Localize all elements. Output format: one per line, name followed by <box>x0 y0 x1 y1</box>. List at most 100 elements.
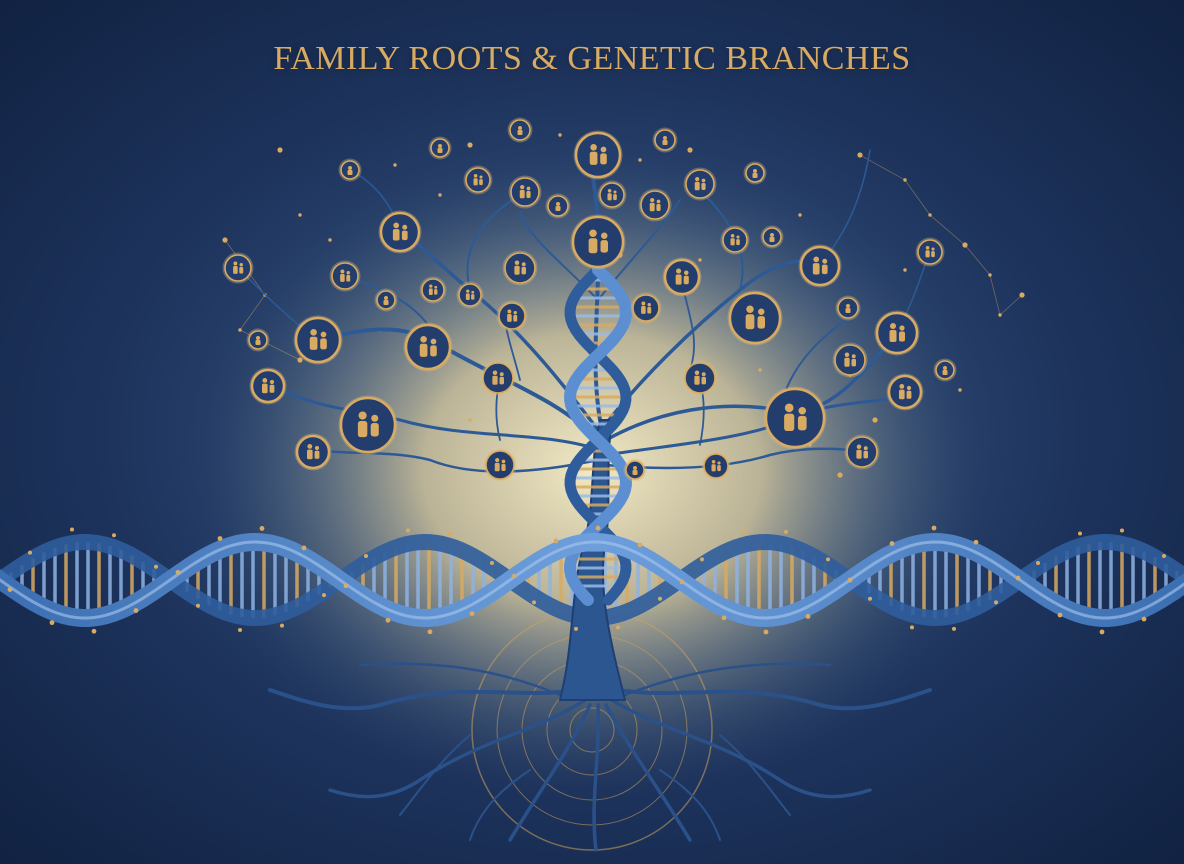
family-member-portrait-icon <box>701 451 731 481</box>
dna-strand-highlight <box>0 540 1184 620</box>
dna-gold-dot <box>406 528 410 533</box>
family-member-portrait-icon <box>338 158 362 182</box>
dna-gold-dot <box>1078 531 1082 536</box>
page-title: FAMILY ROOTS & GENETIC BRANCHES <box>273 40 911 77</box>
family-member-portrait-icon <box>844 434 880 470</box>
star-dot <box>468 418 472 422</box>
dna-gold-dot <box>490 561 494 566</box>
star-dot <box>698 258 702 262</box>
dna-gold-dot <box>973 539 979 545</box>
dna-gold-dot <box>994 600 998 605</box>
family-member-portrait-icon <box>760 225 784 249</box>
family-member-portrait-icon <box>294 433 332 471</box>
dna-gold-dot <box>532 600 536 605</box>
dna-gold-dot <box>511 573 517 579</box>
dna-gold-dot <box>427 629 433 635</box>
family-member-portrait-icon <box>743 161 767 185</box>
dna-gold-dot <box>868 596 872 601</box>
root-strand <box>358 662 562 697</box>
family-member-portrait-icon <box>933 358 957 382</box>
family-member-portrait-icon <box>419 276 447 304</box>
dna-gold-dot <box>1120 528 1124 533</box>
dna-gold-dot <box>217 536 223 541</box>
family-member-portrait-icon <box>763 386 827 450</box>
family-member-portrait-icon <box>597 180 627 210</box>
dna-gold-dot <box>280 623 284 628</box>
star-dot <box>298 213 302 217</box>
star-dot <box>638 158 642 162</box>
root-strand <box>719 734 791 816</box>
star-dot <box>758 368 762 372</box>
root-strand <box>616 688 932 711</box>
root-strand <box>592 703 601 852</box>
star-dot <box>837 472 843 478</box>
family-member-portrait-icon <box>682 360 718 396</box>
tree-branch <box>604 447 862 470</box>
family-member-portrait-icon <box>507 117 533 143</box>
root-strand <box>604 703 692 842</box>
family-member-portrait-icon <box>638 188 672 222</box>
family-member-portrait-icon <box>428 136 452 160</box>
family-member-portrait-icon <box>378 210 422 254</box>
family-member-portrait-icon <box>329 260 361 292</box>
family-member-portrait-icon <box>630 292 662 324</box>
root-strand <box>508 703 592 842</box>
dna-gold-dot <box>301 545 307 551</box>
dna-gold-dot <box>700 557 704 562</box>
dna-gold-dot <box>847 577 853 583</box>
dna-gold-dot <box>763 629 769 635</box>
dna-gold-dot <box>910 625 914 630</box>
family-member-portrait-icon <box>456 281 484 309</box>
star-dot <box>328 238 332 242</box>
root-strand <box>610 698 872 799</box>
star-dot <box>903 268 907 272</box>
family-member-portrait-icon <box>502 250 538 286</box>
family-member-portrait-icon <box>915 237 945 267</box>
dna-gold-dot <box>805 614 811 619</box>
family-member-portrait-icon <box>545 193 571 219</box>
dna-gold-dot <box>364 553 368 558</box>
dna-gold-dot <box>154 564 158 569</box>
family-member-portrait-icon <box>403 322 453 372</box>
dna-gold-dot <box>1015 575 1021 581</box>
tree-branch <box>268 383 602 452</box>
family-member-portrait-icon <box>662 257 702 297</box>
root-strand <box>469 769 531 841</box>
dna-gold-dot <box>238 628 242 633</box>
family-member-portrait-icon <box>374 288 398 312</box>
root-strand <box>399 734 471 816</box>
family-member-portrait-icon <box>832 342 868 378</box>
dna-gold-dot <box>322 593 326 598</box>
family-member-portrait-icon <box>835 295 861 321</box>
dna-gold-dot <box>658 596 662 601</box>
dna-gold-dot <box>175 569 181 575</box>
family-member-portrait-icon <box>720 225 750 255</box>
family-member-portrait-icon <box>652 127 678 153</box>
star-dot <box>687 147 693 153</box>
dna-gold-dot <box>112 533 116 538</box>
dna-gold-dot <box>49 620 55 626</box>
dna-helix-front <box>0 525 1184 635</box>
root-strand <box>268 688 577 711</box>
dna-gold-dot <box>595 525 601 531</box>
dna-gold-dot <box>637 542 643 548</box>
family-member-portrait-icon <box>463 165 493 195</box>
dna-gold-dot <box>826 557 830 562</box>
family-member-portrait-icon <box>683 167 717 201</box>
dna-gold-dot <box>931 525 937 531</box>
dna-gold-dot <box>1036 561 1040 566</box>
dna-gold-dot <box>448 531 452 536</box>
family-member-portrait-icon <box>798 244 842 288</box>
star-dot <box>438 193 442 197</box>
root-strand <box>659 769 721 841</box>
dna-gold-dot <box>1099 629 1105 635</box>
family-member-portrait-icon <box>727 290 783 346</box>
dna-gold-dot <box>679 579 685 585</box>
dna-gold-dot <box>385 617 391 623</box>
dna-gold-dot <box>889 541 895 546</box>
family-member-portrait-icon <box>249 367 287 405</box>
family-member-portrait-icon <box>623 458 647 482</box>
dna-gold-dot <box>1162 553 1166 558</box>
